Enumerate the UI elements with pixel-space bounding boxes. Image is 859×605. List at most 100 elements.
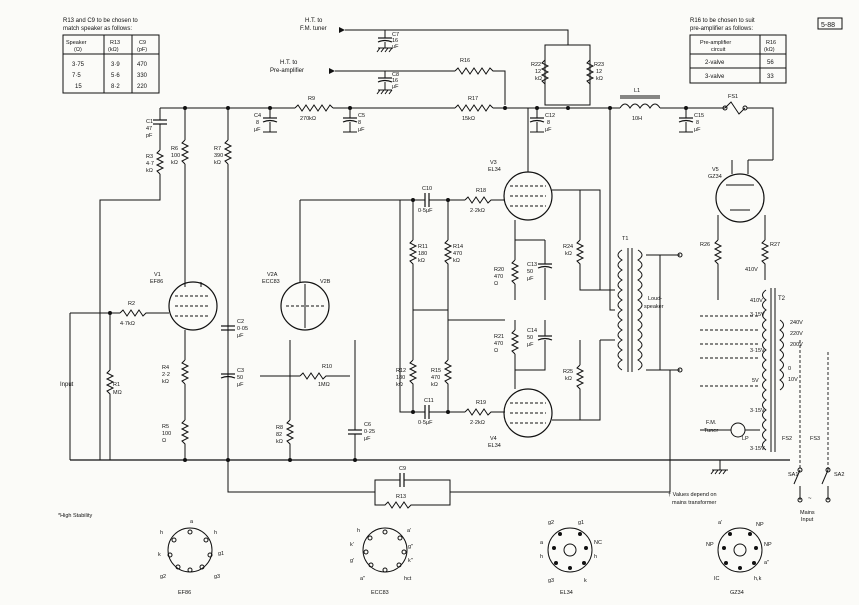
r17-resistor bbox=[454, 104, 494, 112]
mains-input-2: Input bbox=[801, 517, 814, 523]
c15-value: 8 bbox=[696, 120, 699, 126]
r25-unit: kΩ bbox=[565, 376, 572, 382]
c2-unit: μF bbox=[237, 333, 244, 339]
fs2-label: FS2 bbox=[782, 436, 792, 442]
t2-tap-10: 3·15V bbox=[750, 408, 765, 414]
r11-label: R11 bbox=[418, 244, 428, 250]
v2a-type: ECC83 bbox=[262, 279, 280, 285]
speaker-r2c3: 330 bbox=[137, 73, 148, 79]
r22-label: R22 bbox=[531, 62, 541, 68]
sa2-label[interactable]: SA2 bbox=[834, 472, 844, 478]
r27-resistor bbox=[760, 239, 770, 280]
r6-label: R6 bbox=[171, 146, 178, 152]
loudspeaker-label-1: Loud- bbox=[648, 296, 662, 302]
r7-unit: kΩ bbox=[214, 160, 221, 166]
gz34-pin-2: NP bbox=[706, 542, 714, 548]
v1-valve bbox=[168, 281, 218, 331]
v4-label: V4 bbox=[490, 436, 497, 442]
fm-tuner-label-2: Tuner bbox=[704, 428, 718, 434]
r14-label: R14 bbox=[453, 244, 463, 250]
c15-capacitor bbox=[678, 108, 694, 133]
r6-unit: kΩ bbox=[171, 160, 178, 166]
r19-resistor bbox=[464, 408, 505, 416]
speaker-table-title-2: match speaker as follows: bbox=[63, 26, 132, 32]
c8-value: 16 bbox=[392, 78, 398, 84]
v1-label: V1 bbox=[154, 272, 161, 278]
c4-unit: μF bbox=[254, 127, 261, 133]
l1-label: L1 bbox=[634, 88, 640, 94]
r17-label: R17 bbox=[468, 96, 478, 102]
r18-label: R18 bbox=[476, 188, 486, 194]
bias-wire bbox=[413, 309, 505, 321]
speaker-r1c1: 3·75 bbox=[72, 62, 85, 68]
c11-capacitor bbox=[424, 405, 430, 419]
r20-unit: Ω bbox=[494, 281, 498, 287]
r2-label: R2 bbox=[128, 301, 135, 307]
r23-label: R23 bbox=[594, 62, 604, 68]
c14-unit: μF bbox=[527, 342, 534, 348]
r11-value: 180 bbox=[418, 251, 427, 257]
speaker-h1a: Speaker bbox=[66, 40, 87, 46]
gz34-pin-4: IC bbox=[714, 576, 720, 582]
r20-label: R20 bbox=[494, 267, 504, 273]
speaker-r2c1: 7·5 bbox=[72, 73, 81, 79]
c12-label: C12 bbox=[545, 113, 555, 119]
r21-value: 470 bbox=[494, 341, 503, 347]
c7-value: 16 bbox=[392, 38, 398, 44]
c3-value: 50 bbox=[237, 375, 243, 381]
r22-r23-frame bbox=[544, 44, 591, 106]
ef86-name: EF86 bbox=[178, 590, 191, 596]
c6-label: C6 bbox=[364, 422, 371, 428]
loudspeaker-label-2: speaker bbox=[644, 304, 664, 310]
r16-label: R16 bbox=[460, 58, 470, 64]
r10-resistor bbox=[299, 372, 350, 380]
chassis-ground-icon bbox=[712, 460, 728, 471]
r15-label: R15 bbox=[431, 368, 441, 374]
t2-tap-4: 220V bbox=[790, 331, 803, 337]
t2-label: T2 bbox=[778, 296, 786, 302]
c5-unit: μF bbox=[358, 127, 365, 133]
c12-value: 8 bbox=[547, 120, 550, 126]
ac-symbol-icon: ~ bbox=[808, 496, 812, 502]
r22-value: 12 bbox=[535, 69, 541, 75]
v1-type: EF86 bbox=[150, 279, 163, 285]
base-gz34: a' NP NP NP IC h,k a'' GZ34 bbox=[706, 520, 772, 596]
r12-resistor bbox=[408, 359, 418, 412]
gz34-pin-3: NP bbox=[764, 542, 772, 548]
input-label[interactable]: Input bbox=[60, 382, 74, 388]
ht-tuner-label-2: F.M. tuner bbox=[300, 26, 327, 32]
t1-label: T1 bbox=[622, 236, 628, 242]
r14-value: 470 bbox=[453, 251, 462, 257]
feedback-wire-left bbox=[227, 460, 375, 493]
c13-unit: μF bbox=[527, 276, 534, 282]
el34-pin-7: k bbox=[584, 578, 587, 584]
speaker-h2b: (kΩ) bbox=[108, 47, 119, 53]
r4-value: 2·2 bbox=[162, 372, 170, 378]
v2a-label: V2A bbox=[267, 272, 278, 278]
sa1-label[interactable]: SA1 bbox=[788, 472, 798, 478]
r19-label: R19 bbox=[476, 400, 486, 406]
mains-switch[interactable] bbox=[793, 469, 829, 485]
r15-value: 470 bbox=[431, 375, 440, 381]
ecc83-name: ECC83 bbox=[371, 590, 389, 596]
r14-resistor bbox=[443, 239, 453, 360]
r9-value: 270kΩ bbox=[300, 116, 316, 122]
lp-label: LP bbox=[742, 436, 749, 442]
c1-label: C1 bbox=[146, 119, 153, 125]
r7-resistor bbox=[223, 139, 233, 165]
r21-unit: Ω bbox=[494, 348, 498, 354]
r15-resistor bbox=[443, 359, 453, 412]
footnote-values-2: mains transformer bbox=[672, 500, 716, 506]
v4-valve bbox=[503, 388, 553, 438]
sheet-ref: 5-88 bbox=[821, 22, 835, 29]
r13-resistor bbox=[374, 492, 451, 509]
t2-tap-5: 200V bbox=[790, 342, 803, 348]
el34-pin-5: g3 bbox=[548, 578, 554, 584]
preamp-h2b: (kΩ) bbox=[764, 47, 775, 53]
r10-label: R10 bbox=[322, 364, 332, 370]
c9-label: C9 bbox=[399, 466, 406, 472]
r3-value: 4·7 bbox=[146, 161, 154, 167]
r8-resistor bbox=[285, 419, 295, 460]
gz34-pin-1: NP bbox=[756, 522, 764, 528]
